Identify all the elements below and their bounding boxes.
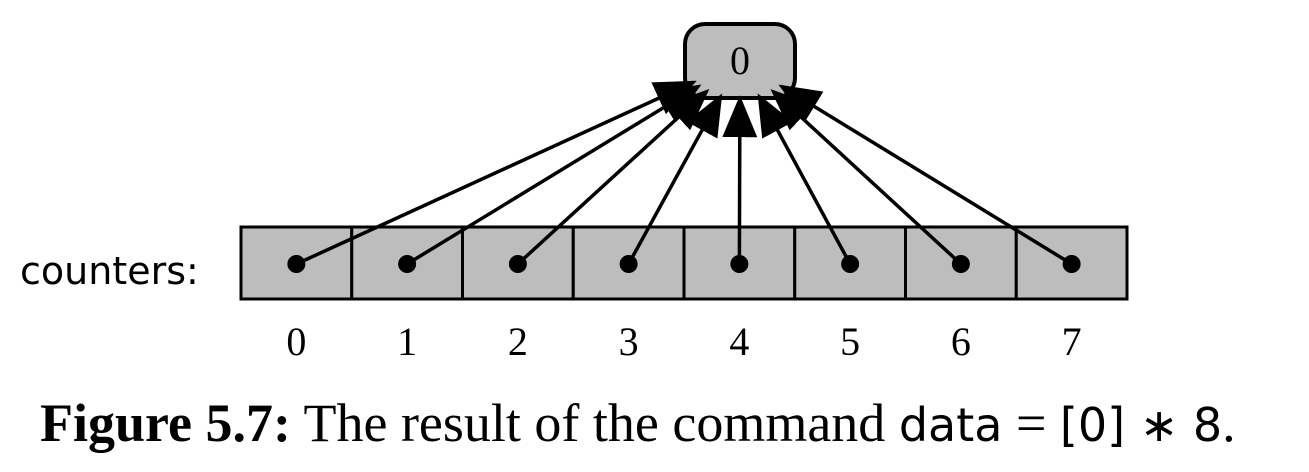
target-object: 0 xyxy=(683,22,797,100)
list-label: counters: xyxy=(20,249,199,293)
index-label: 4 xyxy=(729,319,749,364)
figure-caption: Figure 5.7: The result of the command da… xyxy=(40,388,1300,460)
index-label: 2 xyxy=(508,319,528,364)
index-label: 3 xyxy=(619,319,639,364)
reference-arrow xyxy=(516,89,710,266)
reference-arrow xyxy=(295,80,697,266)
target-value: 0 xyxy=(730,38,750,83)
caption-code-expr: [0] ∗ 8 xyxy=(1059,398,1223,452)
index-labels: 0 1 2 3 4 5 6 7 xyxy=(286,319,1081,364)
index-label: 1 xyxy=(397,319,417,364)
reference-arrow xyxy=(722,95,758,265)
index-label: 5 xyxy=(840,319,860,364)
index-label: 7 xyxy=(1062,319,1082,364)
reference-arrows xyxy=(295,80,1073,266)
caption-label: Figure 5.7: xyxy=(40,393,291,453)
caption-period: . xyxy=(1222,393,1236,453)
index-label: 0 xyxy=(286,319,306,364)
caption-code-data: data xyxy=(898,398,1003,452)
caption-equals: = xyxy=(1002,393,1060,453)
list-cells xyxy=(239,225,1129,301)
reference-arrow xyxy=(778,84,1073,266)
caption-text: The result of the command xyxy=(290,393,899,453)
index-label: 6 xyxy=(951,319,971,364)
reference-arrow xyxy=(406,84,702,266)
reference-arrow xyxy=(627,93,723,265)
diagram: 0 counters: 0 1 2 3 4 5 6 7 xyxy=(20,22,1129,364)
